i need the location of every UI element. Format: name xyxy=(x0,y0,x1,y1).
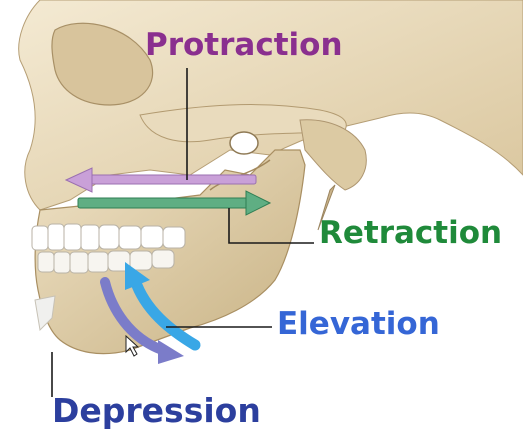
ear-canal-shape xyxy=(230,132,258,154)
retraction-label: Retraction xyxy=(319,218,502,249)
upper-teeth xyxy=(32,224,185,250)
elevation-label: Elevation xyxy=(277,309,440,340)
depression-label: Depression xyxy=(52,394,261,427)
protraction-label: Protraction xyxy=(145,30,343,61)
mastoid-process xyxy=(300,120,366,190)
